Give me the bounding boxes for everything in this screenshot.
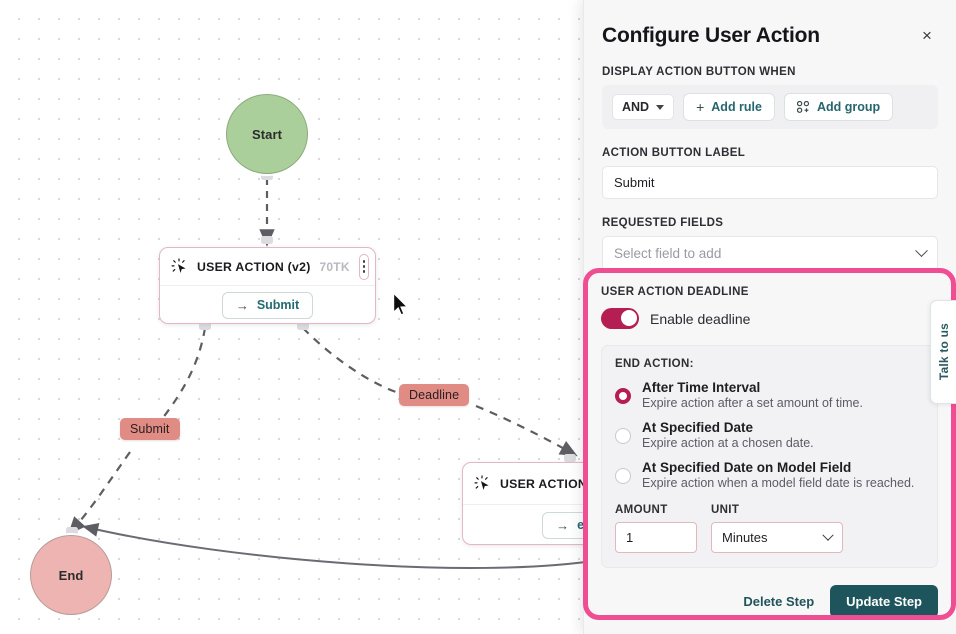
chevron-down-icon xyxy=(915,244,928,258)
user-action-deadline-section: USER ACTION DEADLINE Enable deadline END… xyxy=(601,286,938,618)
chevron-down-icon xyxy=(656,104,665,110)
end-action-label: END ACTION: xyxy=(615,358,694,370)
click-cursor-icon xyxy=(474,475,489,490)
enable-deadline-toggle[interactable] xyxy=(601,308,639,329)
radio-icon-selected[interactable] xyxy=(615,388,631,404)
unit-label: UNIT xyxy=(711,504,740,516)
node-submit-label: Submit xyxy=(256,298,300,312)
edge-label-submit[interactable]: Submit xyxy=(120,418,180,440)
node-title: USER ACTION (v2) xyxy=(197,259,311,274)
arrow-right-icon: → xyxy=(556,517,570,533)
action-button-label-label: ACTION BUTTON LABEL xyxy=(602,147,746,159)
radio-title: At Specified Date on Model Field xyxy=(642,460,852,475)
page-title: Configure User Action xyxy=(602,24,820,47)
end-action-card: END ACTION: After Time Interval Expire a… xyxy=(601,345,938,568)
node-user-action-1[interactable]: USER ACTION (v2) 70TK → Submit xyxy=(159,247,376,324)
action-button-label-input[interactable] xyxy=(602,166,938,199)
unit-value: Minutes xyxy=(722,530,768,545)
amount-input[interactable] xyxy=(615,522,697,553)
arrow-right-icon: → xyxy=(235,297,249,313)
close-icon[interactable]: × xyxy=(922,25,932,45)
display-when-label: DISPLAY ACTION BUTTON WHEN xyxy=(602,66,796,78)
radio-title: At Specified Date xyxy=(642,420,754,435)
add-rule-button[interactable]: + Add rule xyxy=(683,93,775,121)
radio-icon[interactable] xyxy=(615,428,631,444)
radio-option-at-specified-date[interactable]: At Specified Date Expire action at a cho… xyxy=(615,420,924,450)
node-title: USER ACTION ( xyxy=(500,476,596,491)
rule-builder-bar: AND + Add rule Add group xyxy=(602,85,938,129)
amount-label: AMOUNT xyxy=(615,504,668,516)
radio-description: Expire action when a model field date is… xyxy=(642,476,915,490)
node-body: → Submit xyxy=(160,286,375,323)
requested-fields-placeholder: Select field to add xyxy=(614,246,722,261)
panel-footer: Delete Step Update Step xyxy=(601,585,938,618)
node-start-label: Start xyxy=(251,126,283,142)
amount-field-group: AMOUNT xyxy=(615,504,697,553)
amount-unit-row: AMOUNT UNIT Minutes xyxy=(615,504,924,553)
node-menu-icon[interactable] xyxy=(358,253,369,280)
toggle-knob xyxy=(620,310,637,327)
panel-header: Configure User Action × xyxy=(602,24,938,48)
node-header: USER ACTION ( xyxy=(463,463,691,505)
deadline-section-label: USER ACTION DEADLINE xyxy=(601,286,749,298)
add-group-button[interactable]: Add group xyxy=(783,93,894,121)
node-header: USER ACTION (v2) 70TK xyxy=(160,248,375,286)
click-cursor-icon xyxy=(171,258,186,273)
requested-fields-select[interactable]: Select field to add xyxy=(602,236,938,271)
group-icon xyxy=(796,101,810,113)
radio-option-at-specified-date-on-model-field[interactable]: At Specified Date on Model Field Expire … xyxy=(615,460,924,490)
operator-value: AND xyxy=(622,100,650,114)
node-end[interactable]: End xyxy=(30,535,112,615)
unit-field-group: UNIT Minutes xyxy=(711,504,843,553)
node-submit-button[interactable]: → Submit xyxy=(221,291,314,319)
radio-icon[interactable] xyxy=(615,468,631,484)
unit-select[interactable]: Minutes xyxy=(711,522,843,553)
edge-label-deadline[interactable]: Deadline xyxy=(399,384,470,406)
radio-description: Expire action after a set amount of time… xyxy=(642,396,863,410)
radio-option-after-time-interval[interactable]: After Time Interval Expire action after … xyxy=(615,380,924,410)
delete-step-button[interactable]: Delete Step xyxy=(743,594,815,609)
plus-icon: + xyxy=(696,99,705,115)
operator-select[interactable]: AND xyxy=(612,94,675,120)
radio-title: After Time Interval xyxy=(642,380,761,395)
enable-deadline-label: Enable deadline xyxy=(650,310,751,327)
talk-to-us-label: Talk to us xyxy=(936,323,951,381)
enable-deadline-row: Enable deadline xyxy=(601,308,938,329)
chevron-down-icon xyxy=(822,529,834,541)
node-start[interactable]: Start xyxy=(226,94,308,174)
add-group-label: Add group xyxy=(816,100,881,114)
requested-fields-label: REQUESTED FIELDS xyxy=(602,217,724,229)
talk-to-us-tab[interactable]: Talk to us xyxy=(930,300,956,404)
node-token-count: 70TK xyxy=(319,259,350,274)
add-rule-label: Add rule xyxy=(711,100,762,114)
update-step-button[interactable]: Update Step xyxy=(830,585,938,618)
radio-description: Expire action at a chosen date. xyxy=(642,436,814,450)
node-end-label: End xyxy=(58,567,84,583)
mouse-pointer-icon xyxy=(392,292,410,316)
